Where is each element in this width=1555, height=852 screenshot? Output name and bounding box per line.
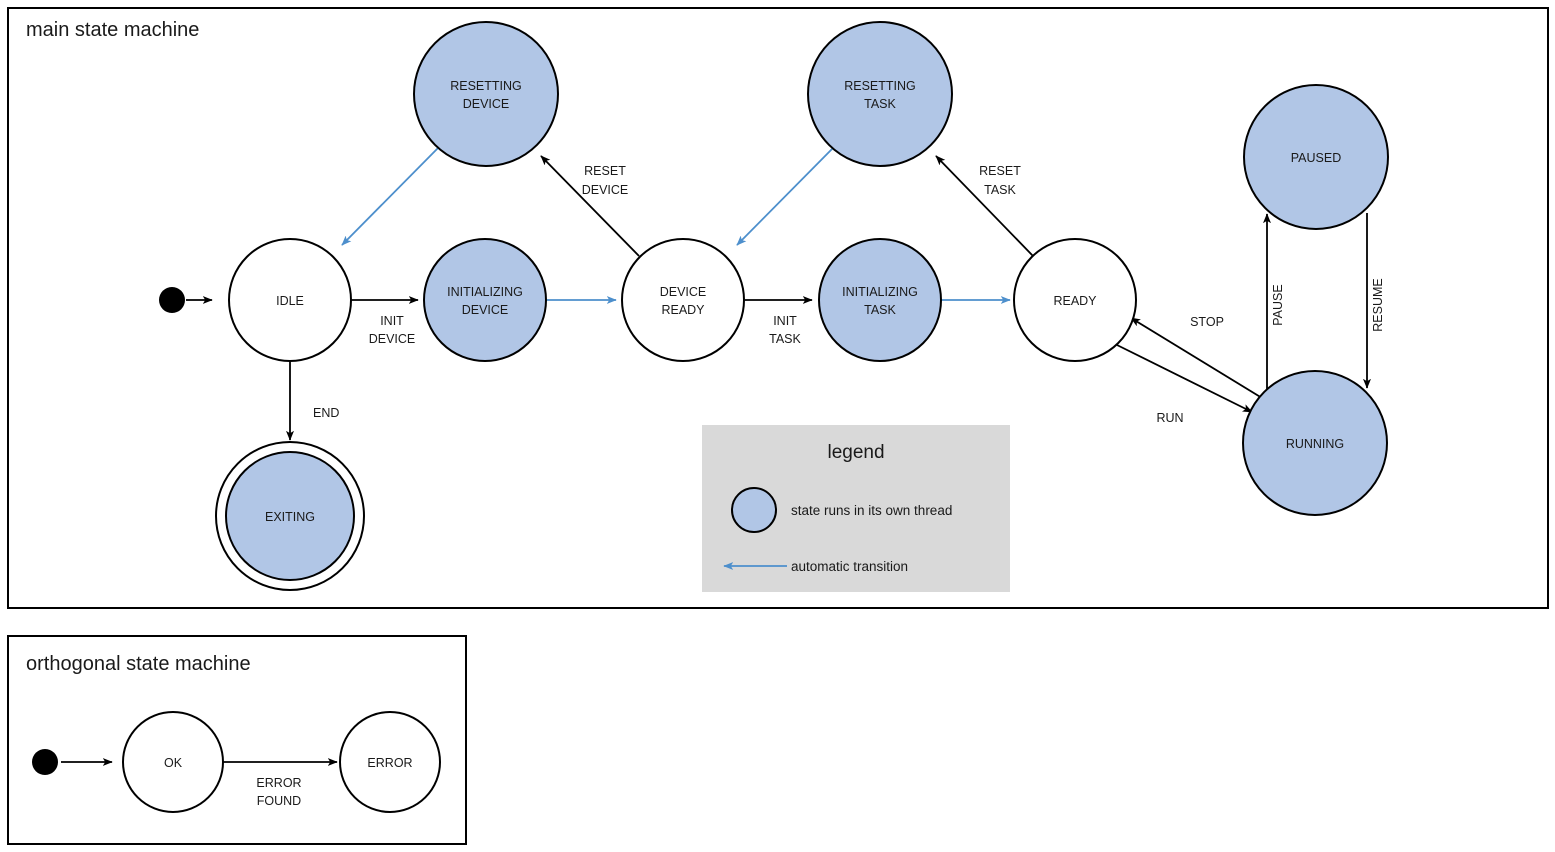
legend-item-auto-label: automatic transition: [791, 559, 908, 574]
state-ok-label: OK: [164, 756, 183, 770]
edge-ready-to-running: [1116, 344, 1253, 413]
state-paused-label: PAUSED: [1291, 151, 1341, 165]
edge-running-to-ready: [1130, 317, 1263, 399]
legend: legend state runs in its own thread auto…: [702, 425, 1010, 592]
edge-label-error-found-line2: FOUND: [257, 794, 301, 808]
edge-label-end: END: [313, 406, 339, 420]
state-initializing-task-label-line1: INITIALIZING: [842, 285, 918, 299]
orthogonal-initial-state-dot: [32, 749, 58, 775]
state-resetting-task-label-line1: RESETTING: [844, 79, 916, 93]
edge-label-reset-task-line2: TASK: [984, 183, 1016, 197]
edge-ready-to-resetting-task: [935, 155, 1034, 257]
edge-label-init-device-line1: INIT: [380, 314, 404, 328]
edge-resetting-device-to-idle: [341, 147, 439, 246]
state-idle[interactable]: IDLE: [228, 238, 352, 362]
legend-thread-state-swatch-icon: [731, 487, 777, 533]
state-idle-label: IDLE: [276, 294, 304, 308]
state-error-label: ERROR: [367, 756, 412, 770]
state-running-label: RUNNING: [1286, 437, 1344, 451]
state-resetting-task-label-line2: TASK: [864, 97, 896, 111]
edge-resetting-task-to-device-ready: [736, 147, 834, 246]
edge-label-reset-device-line2: DEVICE: [582, 183, 629, 197]
edge-label-reset-device-line1: RESET: [584, 164, 626, 178]
state-resetting-device-label-line1: RESETTING: [450, 79, 522, 93]
state-running[interactable]: RUNNING: [1242, 370, 1388, 516]
edge-label-resume: RESUME: [1371, 278, 1385, 331]
edge-label-init-task-line1: INIT: [773, 314, 797, 328]
state-initializing-task-label-line2: TASK: [864, 303, 896, 317]
edge-device-ready-to-resetting-device: [540, 155, 640, 257]
state-initializing-device-label-line2: DEVICE: [462, 303, 509, 317]
edge-label-error-found-line1: ERROR: [256, 776, 301, 790]
edge-label-stop: STOP: [1190, 315, 1224, 329]
state-resetting-device[interactable]: RESETTING DEVICE: [413, 21, 559, 167]
state-error[interactable]: ERROR: [339, 711, 441, 813]
state-device-ready[interactable]: DEVICE READY: [621, 238, 745, 362]
main-frame-title: main state machine: [26, 19, 199, 41]
state-ready[interactable]: READY: [1013, 238, 1137, 362]
state-ok[interactable]: OK: [122, 711, 224, 813]
state-ready-label: READY: [1053, 294, 1097, 308]
state-device-ready-label-line1: DEVICE: [660, 285, 707, 299]
edge-label-pause: PAUSE: [1271, 284, 1285, 325]
state-device-ready-label-line2: READY: [661, 303, 705, 317]
orthogonal-frame-title: orthogonal state machine: [26, 653, 251, 675]
state-paused[interactable]: PAUSED: [1243, 84, 1389, 230]
state-initializing-device[interactable]: INITIALIZING DEVICE: [423, 238, 547, 362]
edge-label-run: RUN: [1156, 411, 1183, 425]
state-resetting-device-label-line2: DEVICE: [463, 97, 510, 111]
state-initializing-task[interactable]: INITIALIZING TASK: [818, 238, 942, 362]
state-initializing-device-label-line1: INITIALIZING: [447, 285, 523, 299]
main-initial-state-dot: [159, 287, 185, 313]
edge-label-init-task-line2: TASK: [769, 332, 801, 346]
edge-label-reset-task-line1: RESET: [979, 164, 1021, 178]
legend-item-thread-label: state runs in its own thread: [791, 503, 952, 518]
state-exiting[interactable]: EXITING: [215, 441, 365, 591]
state-resetting-task[interactable]: RESETTING TASK: [807, 21, 953, 167]
state-exiting-label: EXITING: [265, 510, 315, 524]
legend-title: legend: [827, 442, 884, 463]
edge-label-init-device-line2: DEVICE: [369, 332, 416, 346]
